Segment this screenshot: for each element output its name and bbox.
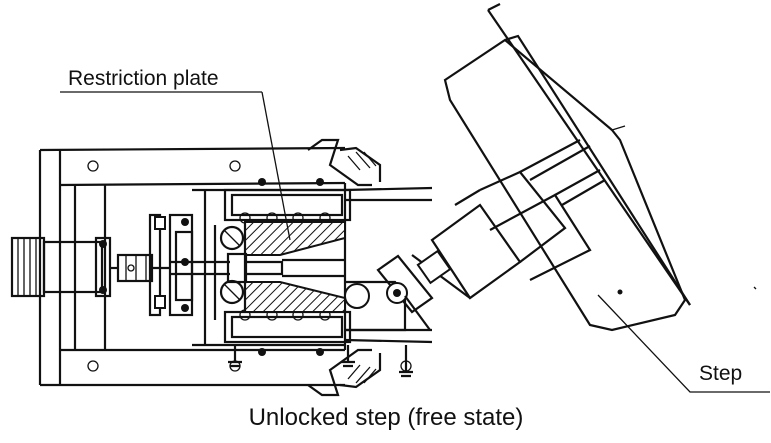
central-shaft <box>170 252 345 284</box>
restriction-plate-label: Restriction plate <box>68 67 219 90</box>
bottom-bolts <box>228 345 413 378</box>
clamp-bottom <box>307 348 382 397</box>
mounting-plate <box>148 213 194 317</box>
left-actuator <box>10 236 170 298</box>
speck <box>753 286 757 290</box>
restriction-plate-callout <box>60 91 291 241</box>
restriction-plate-part <box>243 221 346 313</box>
pivot-link <box>344 254 434 332</box>
step-label: Step <box>699 362 742 385</box>
step-arm <box>411 139 606 300</box>
step-callout <box>597 294 770 393</box>
clamp-top <box>307 138 382 187</box>
step-platform <box>443 3 691 332</box>
diagram-caption: Unlocked step (free state) <box>249 404 524 431</box>
side-rollers <box>219 225 245 305</box>
